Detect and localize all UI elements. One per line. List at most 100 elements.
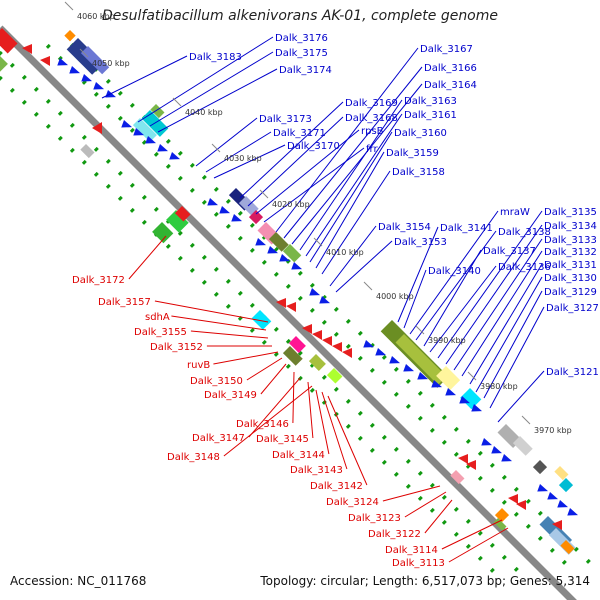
track-tick: [405, 378, 411, 384]
track-tick: [477, 555, 483, 561]
track-tick: [213, 186, 219, 192]
track-tick: [321, 374, 327, 380]
track-tick: [45, 123, 51, 129]
track-tick: [261, 259, 267, 265]
gene-label: Dalk_3149: [204, 390, 257, 401]
gene-arrow: [481, 438, 493, 446]
callout-line: [309, 131, 393, 263]
gene-label: Dalk_3170: [287, 141, 340, 152]
scale-label: 4020 kbp: [272, 200, 310, 209]
callout-line: [128, 235, 167, 280]
feature-block: [132, 118, 157, 143]
callout-line: [255, 129, 360, 215]
track-tick: [465, 543, 471, 549]
gene-label: frr: [366, 144, 378, 155]
callout-line: [137, 36, 274, 123]
gene-label: ruvB: [187, 360, 210, 371]
callout-line: [329, 225, 377, 287]
track-tick: [141, 139, 147, 145]
gene-label: Dalk_3174: [279, 65, 332, 76]
callout-line: [382, 485, 441, 502]
gene-label: Dalk_3113: [392, 558, 445, 569]
callout-line: [246, 357, 283, 381]
feature-block: [560, 540, 575, 555]
callout-line: [299, 99, 403, 251]
gene-arrow: [417, 372, 429, 380]
callout-line: [315, 389, 330, 455]
gene-arrow: [567, 508, 579, 516]
track-tick: [309, 282, 315, 288]
feature-block: [395, 334, 447, 385]
gene-arrow: [466, 460, 476, 470]
track-tick: [381, 459, 387, 465]
gene-arrow: [157, 144, 169, 152]
gene-arrow: [22, 44, 32, 54]
feature-block: [493, 518, 507, 531]
track-tick: [249, 302, 255, 308]
track-tick: [105, 78, 111, 84]
callout-line: [441, 519, 503, 550]
track-tick: [513, 566, 519, 572]
callout-line: [423, 249, 482, 347]
gene-label: Dalk_3163: [404, 96, 457, 107]
gene-label: Dalk_3144: [272, 450, 325, 461]
gene-label: Dalk_3124: [326, 497, 379, 508]
track-tick: [225, 223, 231, 229]
track-tick: [153, 206, 159, 212]
track-tick: [177, 175, 183, 181]
track-tick: [201, 199, 207, 205]
track-tick: [381, 354, 387, 360]
track-tick: [345, 423, 351, 429]
gene-label: Dalk_3142: [310, 481, 363, 492]
scale-tick: [79, 48, 89, 58]
gene-label: Dalk_3183: [189, 52, 242, 63]
callout-line: [213, 144, 286, 179]
track-tick: [513, 511, 519, 517]
scale-label: 3980 kbp: [480, 382, 518, 391]
gene-label: Dalk_3129: [544, 287, 597, 298]
gene-arrow: [375, 348, 387, 356]
gene-arrow: [279, 254, 291, 262]
feature-block: [460, 388, 482, 410]
track-tick: [573, 546, 579, 552]
track-tick: [105, 158, 111, 164]
callout-line: [448, 527, 509, 563]
gene-label: Dalk_3154: [378, 222, 431, 233]
track-tick: [489, 542, 495, 548]
gene-label: Dalk_3152: [150, 342, 203, 353]
gene-label: Dalk_3159: [386, 148, 439, 159]
track-tick: [93, 91, 99, 97]
track-tick: [33, 86, 39, 92]
scale-tick: [415, 325, 425, 335]
track-tick: [57, 135, 63, 141]
track-tick: [225, 278, 231, 284]
gene-label: Dalk_3143: [290, 465, 343, 476]
track-tick: [57, 110, 63, 116]
callout-line: [335, 240, 393, 293]
gene-label: Dalk_3122: [368, 529, 421, 540]
track-tick: [189, 267, 195, 273]
track-tick: [129, 207, 135, 213]
track-tick: [21, 99, 27, 105]
track-tick: [333, 306, 339, 312]
gene-arrow: [121, 120, 133, 128]
gene-arrow: [169, 152, 181, 160]
feature-block: [174, 205, 191, 222]
gene-arrow: [291, 262, 303, 270]
callout-line: [403, 269, 427, 329]
track-tick: [453, 426, 459, 432]
track-tick: [69, 122, 75, 128]
gene-label: Dalk_3137: [483, 246, 536, 257]
track-tick: [105, 183, 111, 189]
feature-block: [554, 465, 569, 481]
feature-block: [308, 354, 326, 371]
track-tick: [585, 558, 591, 564]
gene-label: Dalk_3167: [420, 44, 473, 55]
track-tick: [129, 182, 135, 188]
gene-arrow: [458, 454, 468, 464]
track-tick: [153, 151, 159, 157]
track-tick: [393, 391, 399, 397]
track-tick: [441, 439, 447, 445]
callout-line: [489, 306, 545, 409]
track-tick: [165, 243, 171, 249]
